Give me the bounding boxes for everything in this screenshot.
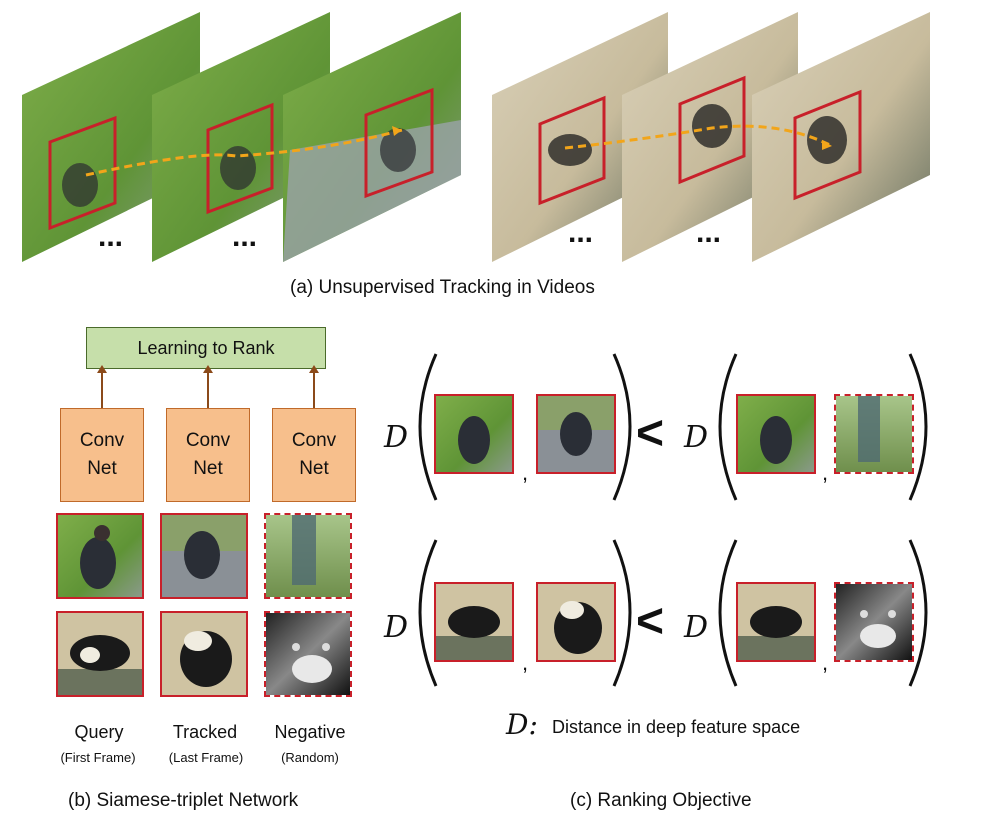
convnet-line1: Conv — [185, 430, 231, 451]
comma-r1-left: , — [522, 460, 529, 485]
rank-patch-r2-negative — [834, 582, 914, 662]
comma-r2-left: , — [522, 650, 529, 675]
ellipsis-1: ... — [98, 220, 124, 253]
label-tracked: Tracked — [172, 722, 238, 742]
dog-frame-3 — [752, 12, 930, 262]
convnet-negative: Conv Net — [272, 408, 356, 502]
rank-patch-r1-query-2 — [736, 394, 816, 474]
sub-tracked: (Last Frame) — [168, 750, 244, 765]
patch-tracked-dog — [160, 611, 248, 697]
patch-query-dog — [56, 611, 144, 697]
arrow-tracked — [203, 365, 213, 408]
label-negative: Negative — [274, 722, 346, 742]
rank-patch-r2-query-2 — [736, 582, 816, 662]
ellipsis-4: ... — [696, 216, 722, 249]
convnet-line2: Net — [193, 458, 223, 479]
label-query: Query — [74, 722, 124, 742]
rank-patch-r2-query — [434, 582, 514, 662]
d-symbol-r1-right: D — [684, 420, 709, 455]
ranking-parentheses — [418, 353, 928, 687]
d-symbol-r2-right: D — [684, 610, 709, 645]
rank-patch-r1-negative — [834, 394, 914, 474]
rank-patch-r1-tracked — [536, 394, 616, 474]
convnet-line2: Net — [87, 458, 117, 479]
patch-negative-bike — [264, 513, 352, 599]
rank-patch-r2-tracked — [536, 582, 616, 662]
convnet-line1: Conv — [291, 430, 337, 451]
dog-frame-1 — [492, 12, 668, 262]
d-symbol-r2-left: D — [384, 610, 409, 645]
panel-c-caption: (c) Ranking Objective — [570, 790, 752, 811]
convnet-line2: Net — [299, 458, 329, 479]
patch-tracked-bike — [160, 513, 248, 599]
ellipsis-3: ... — [568, 216, 594, 249]
video-frames-illustration — [22, 12, 930, 262]
convnet-line1: Conv — [79, 430, 125, 451]
legend-d-symbol: D: — [506, 708, 538, 741]
dog-frame-2 — [622, 12, 798, 262]
comma-r1-right: , — [822, 460, 829, 485]
patch-query-bike — [56, 513, 144, 599]
comma-r2-right: , — [822, 650, 829, 675]
bike-frame-2 — [152, 12, 330, 262]
less-than-r1: < — [636, 407, 665, 460]
patch-negative-cat — [264, 611, 352, 697]
convnet-tracked: Conv Net — [166, 408, 250, 502]
sub-negative: (Random) — [281, 750, 339, 765]
panel-b-caption: (b) Siamese-triplet Network — [68, 790, 299, 811]
legend-text: Distance in deep feature space — [552, 717, 801, 737]
sub-query: (First Frame) — [60, 750, 136, 765]
learning-to-rank-box: Learning to Rank — [86, 327, 326, 369]
panel-a-tracking: ... ... ... ... (a) Unsupervised Trackin… — [0, 0, 990, 300]
convnet-query: Conv Net — [60, 408, 144, 502]
dog-track-path — [564, 124, 833, 150]
arrow-negative — [309, 365, 319, 408]
panel-a-caption: (a) Unsupervised Tracking in Videos — [290, 277, 595, 298]
less-than-r2: < — [636, 595, 665, 648]
arrow-query — [97, 365, 107, 408]
rank-patch-r1-query — [434, 394, 514, 474]
ellipsis-2: ... — [232, 220, 258, 253]
d-symbol-r1-left: D — [384, 420, 409, 455]
